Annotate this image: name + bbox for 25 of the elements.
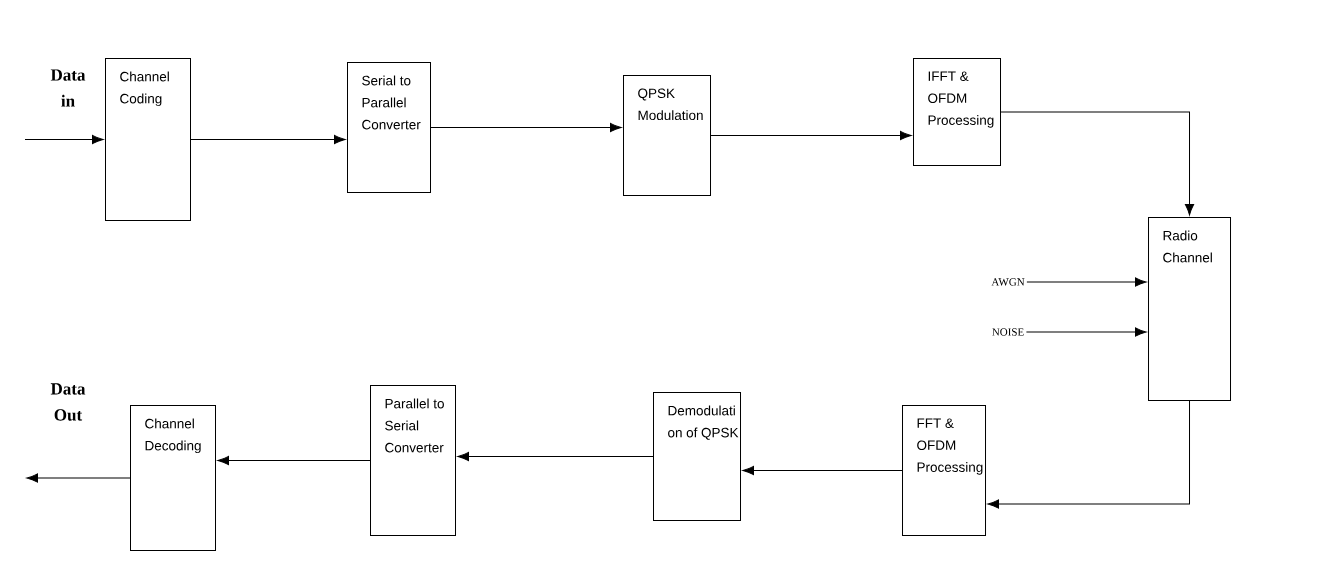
process-box: IFFT & OFDM Processing [913,58,1001,166]
process-box: Channel Coding [105,58,191,221]
terminal-label: Data in [50,69,86,107]
process-box: FFT & OFDM Processing [902,405,986,536]
arrow [457,451,654,462]
terminal-label: Data Out [50,383,86,421]
arrow [1025,327,1147,337]
arrow [24,134,104,145]
process-box: Channel Decoding [130,405,216,551]
process-box: Demodulati on of QPSK [653,392,741,521]
arrow [1000,111,1195,216]
process-box: QPSK Modulation [623,75,711,196]
arrow [742,465,903,476]
arrow [190,134,346,145]
arrow [217,455,371,466]
arrow [1026,277,1147,287]
arrow [987,400,1190,509]
input-label: AWGN [991,278,1025,286]
process-box: Serial to Parallel Converter [347,62,431,193]
process-box: Radio Channel [1148,217,1231,401]
process-box: Parallel to Serial Converter [370,385,456,536]
arrow [430,122,622,133]
input-label: NOISE [992,328,1024,336]
arrow [26,473,131,483]
arrow [710,130,912,141]
